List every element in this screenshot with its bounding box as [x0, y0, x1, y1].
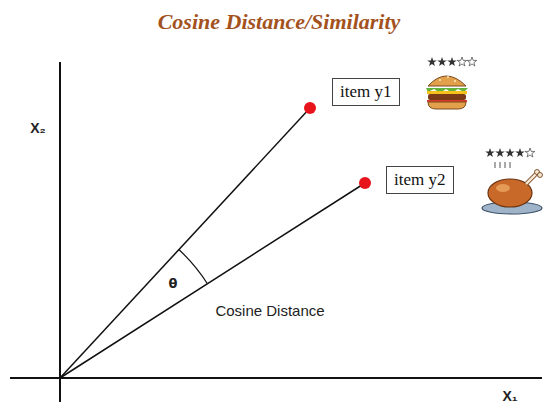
diagram-title: Cosine Distance/Similarity: [158, 9, 401, 35]
axis-label: X₁: [502, 388, 517, 404]
vector-line: [60, 183, 365, 378]
rating-stars: [485, 148, 535, 157]
angle-label: θ: [169, 276, 178, 291]
item-box: item y2: [386, 166, 454, 194]
x-axis: [10, 377, 542, 379]
roast-chicken-icon: [482, 162, 543, 214]
rating-stars: [427, 57, 477, 66]
vector-point: [359, 177, 371, 189]
angle-arc: [179, 250, 208, 284]
box-text: item y2: [394, 170, 446, 190]
box-text: item y1: [340, 82, 392, 102]
axis-label: X₂: [30, 120, 46, 136]
item-box: item y1: [332, 78, 400, 106]
burger-icon: [426, 76, 468, 109]
y-axis: [59, 62, 61, 402]
annotation-label: Cosine Distance: [215, 302, 324, 319]
vector-point: [304, 102, 316, 114]
